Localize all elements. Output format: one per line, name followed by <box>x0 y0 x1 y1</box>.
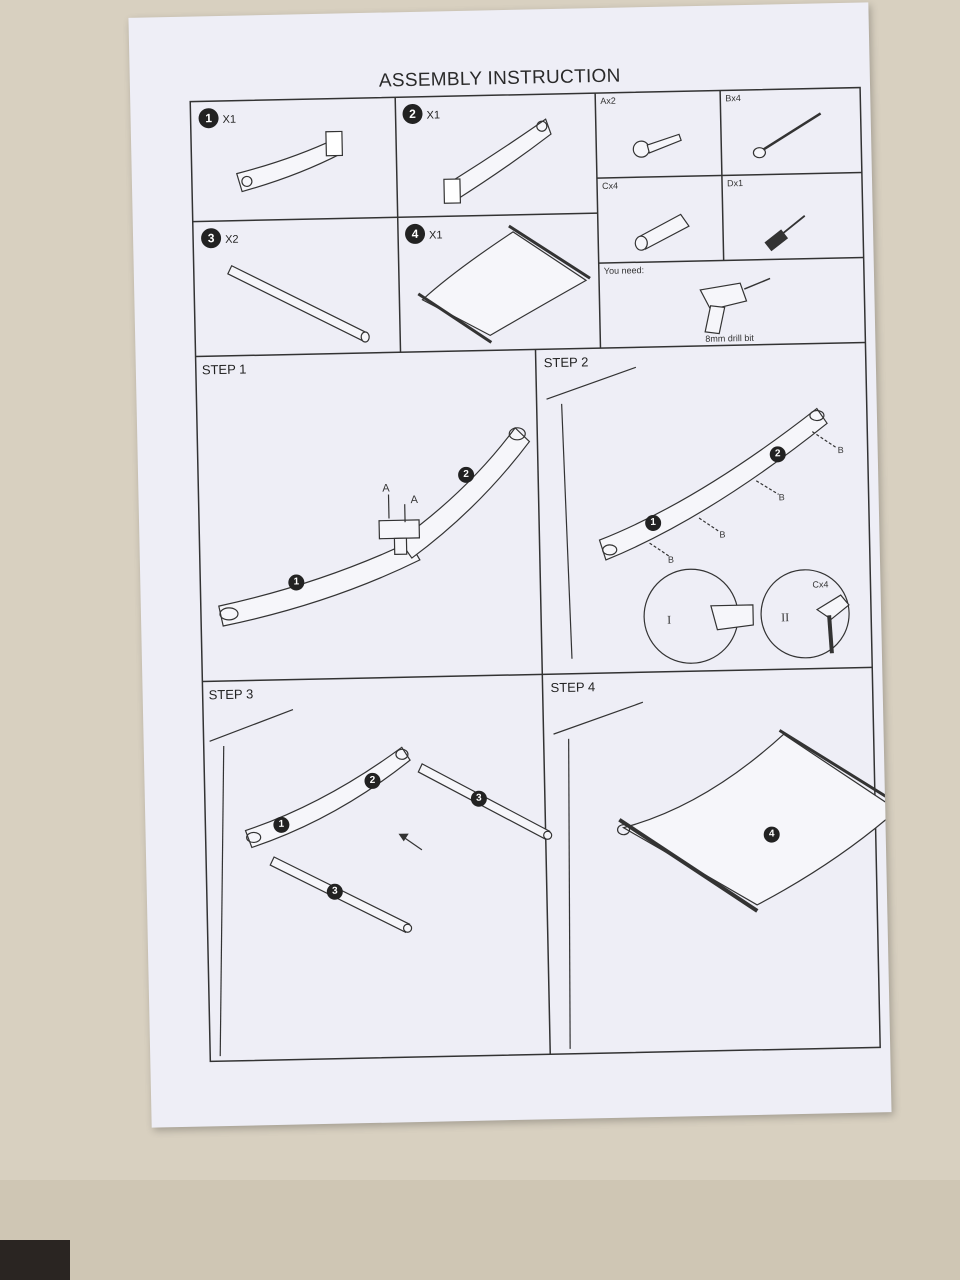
part-2-drawing <box>443 118 552 204</box>
step-1-drawing <box>218 426 531 627</box>
screw-b-drawing <box>752 112 822 159</box>
step-2-drawing <box>546 366 850 664</box>
part-4-drawing <box>417 224 591 344</box>
hardware-letter: B <box>837 444 844 456</box>
hardware-letter: B <box>719 529 726 540</box>
callout-label: Cx4 <box>812 579 829 590</box>
step-3-drawing <box>209 709 553 1057</box>
parts-drawings <box>227 112 822 344</box>
grid-lines <box>189 86 881 1063</box>
step-drawings <box>209 366 892 1057</box>
instruction-sheet: ASSEMBLY INSTRUCTION 1 X1 2 X1 3 X2 4 X1 <box>128 2 892 1128</box>
drill-drawing <box>699 277 771 335</box>
hardware-letter: A <box>410 493 419 507</box>
hardware-letter: B <box>667 554 675 565</box>
screw-a-drawing <box>632 133 682 158</box>
hardware-letter: A <box>382 482 390 495</box>
anchor-c-drawing <box>634 213 690 251</box>
step-4-drawing <box>553 701 892 1049</box>
hardware-letter: B <box>778 492 785 503</box>
part-1-drawing <box>235 130 343 193</box>
sub-step-label: I <box>667 612 672 627</box>
sub-step-label: II <box>781 610 790 625</box>
screwdriver-d-drawing <box>764 215 806 252</box>
part-3-drawing <box>227 264 370 343</box>
